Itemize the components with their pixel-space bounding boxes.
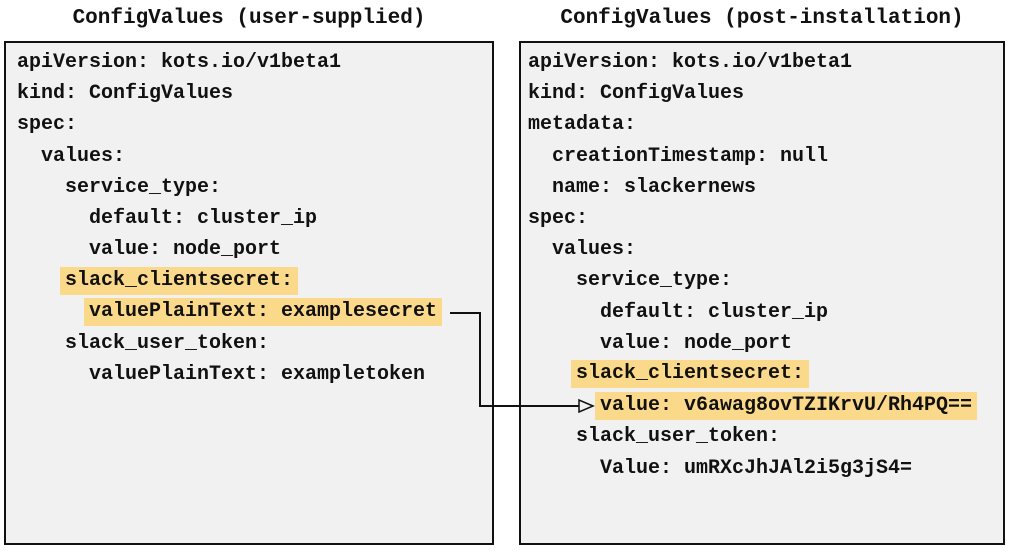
code-line: kind: ConfigValues [17,78,492,109]
indent-spacer [17,249,89,250]
code-line-text: default: cluster_ip [89,207,318,231]
indent-spacer [528,156,552,157]
code-line: creationTimestamp: null [528,141,1003,172]
code-line-text: kind: ConfigValues [528,82,745,106]
code-line-text: apiVersion: kots.io/v1beta1 [528,51,853,75]
code-line: value: v6awag8ovTZIKrvU/Rh4PQ== [528,390,1003,421]
code-line-text: kind: ConfigValues [17,82,234,106]
code-line-text: values: [552,238,637,262]
indent-spacer [17,218,89,219]
indent-spacer [17,156,41,157]
indent-spacer [17,312,89,313]
code-line: name: slackernews [528,172,1003,203]
code-line: value: node_port [528,328,1003,359]
code-line-text: values: [41,144,126,168]
code-line: spec: [17,109,492,140]
code-line: valuePlainText: examplesecret [17,297,492,328]
config-values-user-supplied-panel: apiVersion: kots.io/v1beta1 kind: Config… [4,41,494,545]
code-line: kind: ConfigValues [528,78,1003,109]
indent-spacer [528,312,600,313]
code-line: valuePlainText: exampletoken [17,359,492,390]
code-line-text: value: v6awag8ovTZIKrvU/Rh4PQ== [595,391,978,420]
code-line: slack_clientsecret: [17,265,492,296]
code-line-text: valuePlainText: exampletoken [89,362,426,386]
code-line: metadata: [528,109,1003,140]
code-line: values: [17,141,492,172]
code-line: service_type: [528,265,1003,296]
code-line: slack_user_token: [528,421,1003,452]
code-line: apiVersion: kots.io/v1beta1 [528,47,1003,78]
code-line: Value: umRXcJhJAl2i5g3jS4= [528,452,1003,483]
code-line: slack_user_token: [17,328,492,359]
code-line-text: apiVersion: kots.io/v1beta1 [17,51,342,75]
code-line-text: value: node_port [89,238,282,262]
code-line-text: slack_user_token: [576,425,781,449]
indent-spacer [17,343,65,344]
code-line-text: Value: umRXcJhJAl2i5g3jS4= [600,456,913,480]
indent-spacer [528,436,576,437]
code-line-text: creationTimestamp: null [552,144,829,168]
indent-spacer [528,280,576,281]
indent-spacer [17,280,65,281]
indent-spacer [17,187,65,188]
left-panel-title: ConfigValues (user-supplied) [72,7,426,30]
code-line-text: metadata: [528,113,637,137]
code-line: default: cluster_ip [17,203,492,234]
code-line: default: cluster_ip [528,297,1003,328]
indent-spacer [17,374,89,375]
code-line-text: spec: [17,113,78,137]
right-panel-title: ConfigValues (post-installation) [560,7,964,30]
code-line-text: valuePlainText: examplesecret [84,298,443,327]
code-line-text: slack_user_token: [65,331,270,355]
code-line: apiVersion: kots.io/v1beta1 [17,47,492,78]
indent-spacer [528,405,600,406]
code-line: service_type: [17,172,492,203]
code-line-text: spec: [528,207,589,231]
indent-spacer [528,343,600,344]
code-line: value: node_port [17,234,492,265]
indent-spacer [528,249,552,250]
indent-spacer [528,374,576,375]
code-line-text: service_type: [65,175,222,199]
indent-spacer [528,468,600,469]
code-line-text: default: cluster_ip [600,300,829,324]
code-line: spec: [528,203,1003,234]
code-line-text: slack_clientsecret: [60,266,299,295]
code-line-text: service_type: [576,269,733,293]
code-line-text: slack_clientsecret: [571,360,810,389]
code-line: values: [528,234,1003,265]
code-line-text: name: slackernews [552,175,757,199]
config-values-post-installation-panel: apiVersion: kots.io/v1beta1 kind: Config… [519,41,1005,545]
indent-spacer [528,187,552,188]
code-line-text: value: node_port [600,331,793,355]
code-line: slack_clientsecret: [528,359,1003,390]
